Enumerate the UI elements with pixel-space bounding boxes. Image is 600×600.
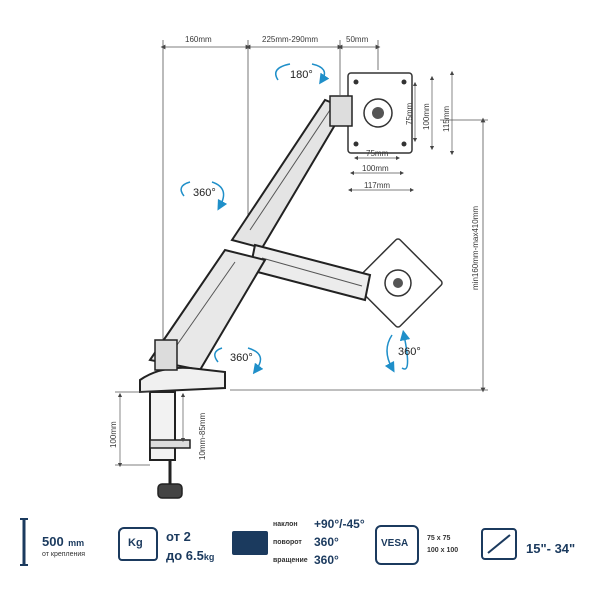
rotation-arc-base [214,347,261,370]
rotate-label: вращение [273,557,308,564]
reach-value: 500 [42,534,64,549]
vesa-plate-lower [353,238,443,328]
rotation-arc-left [180,181,223,206]
dim-vesa-w100: 100mm [362,164,389,173]
monitor-icon [232,531,268,555]
rotation-label-screen: 360° [398,346,421,358]
spec-screen-size: 15"- 34" [480,517,595,567]
diagonal-screen-icon [481,528,517,560]
desk-clamp [149,391,191,499]
vesa-sizes-1: 75 x 75 [427,535,451,542]
tilt-value: +90°/-45° [314,517,365,531]
vesa-sizes-2: 100 x 100 [427,547,459,554]
height-dimension-line [230,117,488,393]
vesa-plate-top [347,72,413,154]
dim-height-range: min160mm-max410mm [471,206,480,290]
dim-extension: 225mm-290mm [262,35,318,44]
rotation-arc-top [275,63,325,80]
tilt-label: наклон [273,521,298,528]
clamp-dimension-lines [115,391,186,468]
weight-from: от 2 [166,529,191,544]
rotate-value: 360° [314,553,339,567]
spec-weight: Kg от 2 до 6.5kg [118,517,223,567]
dim-vesa-h75: 75mm [405,102,414,125]
top-dimension-lines [160,40,381,390]
monitor-arm-upper [230,95,353,250]
spec-vesa: VESA 75 x 75 100 x 100 [375,517,475,567]
dim-vesa-h100: 100mm [422,103,431,130]
monitor-arm-lower [248,243,372,302]
ruler-icon [20,518,28,566]
kg-label: Kg [128,537,143,549]
weight-icon [118,527,158,561]
reach-unit: mm [68,538,85,548]
dim-arm-reach: 160mm [185,35,212,44]
rotation-label-top: 180° [290,69,313,81]
dim-clamp-height: 100mm [109,421,118,448]
reach-caption: от крепления [42,551,86,558]
weight-unit: kg [203,552,215,562]
vesa-icon [375,525,419,565]
dim-vesa-w117: 117mm [364,181,390,190]
spec-reach: 500 mm от крепления [14,517,109,567]
dim-vesa-w75: 75mm [366,149,389,158]
dim-vesa-h115: 115mm [442,106,451,132]
dim-clamp-thickness: 10mm-85mm [198,413,207,460]
spec-bar: 500 mm от крепления Kg от 2 до 6.5kg нак… [0,505,600,600]
monitor-arm-diagram: 160mm 225mm-290mm 50mm min160mm-max410mm… [109,35,488,499]
swivel-value: 360° [314,535,339,549]
vesa-label: VESA [381,538,409,549]
spec-motion: наклон +90°/-45° поворот 360° вращение 3… [228,515,365,575]
rotation-label-base: 360° [230,352,253,364]
weight-to: до 6.5 [166,548,204,563]
rotation-arc-screen [384,329,411,373]
dim-offset: 50mm [346,35,369,44]
vesa-dimension-lines [347,70,455,193]
monitor-arm-forearm [148,248,267,372]
desk-base [139,339,226,394]
screen-range: 15"- 34" [526,541,576,556]
swivel-label: поворот [273,539,302,546]
rotation-label-left: 360° [193,187,216,199]
